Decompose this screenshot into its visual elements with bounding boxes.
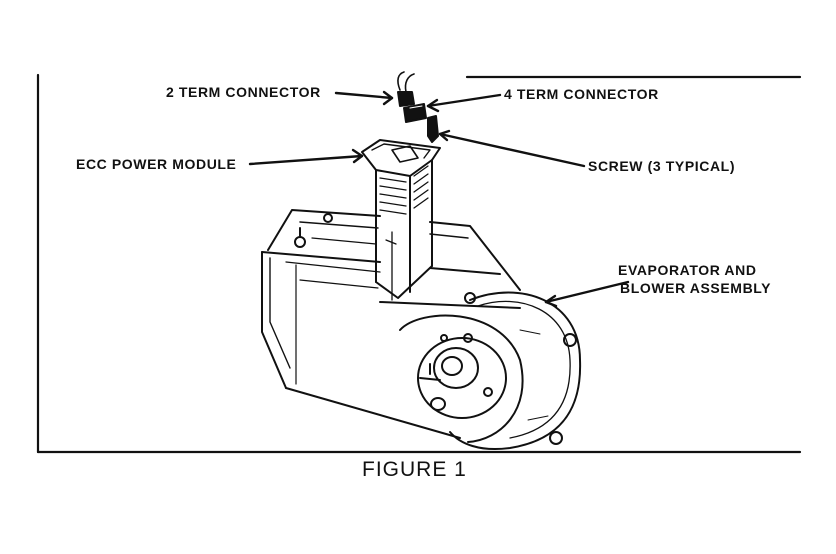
label-4-term-connector: 4 TERM CONNECTOR xyxy=(504,86,659,102)
screw-part xyxy=(427,115,439,143)
label-evaporator-line1: EVAPORATOR AND xyxy=(618,262,757,278)
label-screw: SCREW (3 TYPICAL) xyxy=(588,158,736,174)
leader-lines xyxy=(248,90,630,308)
evaporator-blower-assembly xyxy=(261,209,582,450)
label-ecc-power-module: ECC POWER MODULE xyxy=(76,156,237,172)
label-2-term-connector: 2 TERM CONNECTOR xyxy=(166,84,321,100)
two-term-connector-part xyxy=(397,71,415,107)
figure-caption: FIGURE 1 xyxy=(362,458,467,481)
label-evaporator-line2: BLOWER ASSEMBLY xyxy=(620,280,772,296)
ecc-power-module xyxy=(361,139,441,301)
figure-frame xyxy=(36,73,802,454)
four-term-connector-part xyxy=(403,103,427,123)
